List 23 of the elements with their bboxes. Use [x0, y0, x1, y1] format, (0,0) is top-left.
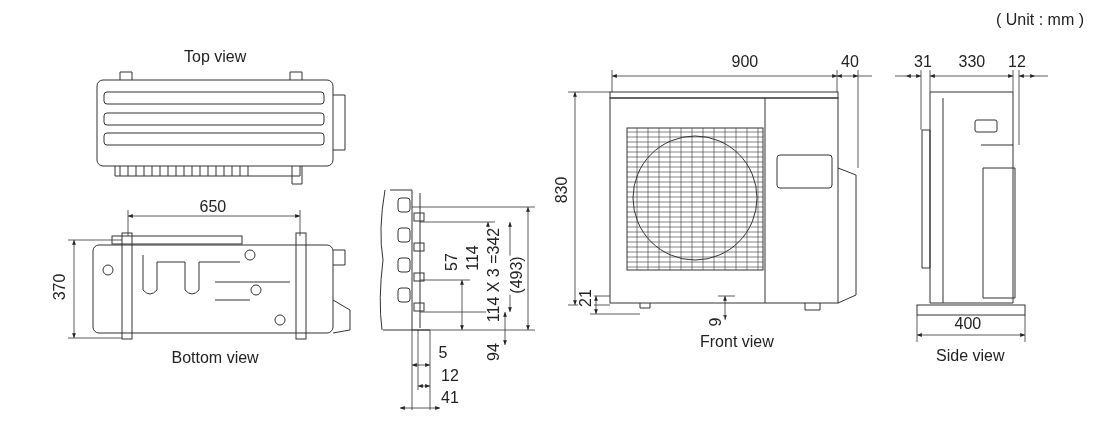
dimension-value: 900 [730, 54, 760, 70]
dimension-value: 41 [440, 390, 460, 406]
view-caption: Bottom view [170, 350, 260, 366]
dimension-value: (493) [508, 255, 525, 295]
dimension-value: 40 [840, 54, 860, 70]
dimension-value: 12 [440, 368, 460, 384]
dimension-value: 650 [198, 199, 228, 215]
dimension-value: 94 [485, 342, 502, 362]
view-caption: Side view [935, 348, 1006, 364]
dimension-value: 12 [1007, 54, 1027, 70]
dimension-value: 57 [443, 252, 460, 272]
unit-note: ( Unit : mm ) [995, 12, 1085, 28]
dimension-value: 21 [577, 288, 594, 308]
dimension-value: 330 [957, 54, 987, 70]
dimension-value: 114 [464, 244, 481, 272]
dimension-value: 9 [707, 316, 724, 328]
dimension-value: 830 [553, 175, 570, 205]
dimension-value: 31 [913, 54, 933, 70]
dimension-value: 370 [51, 272, 68, 302]
dimension-value: 400 [953, 316, 983, 332]
view-caption: Top view [183, 49, 248, 65]
dimension-value: 5 [437, 345, 449, 361]
view-caption: Front view [699, 334, 775, 350]
